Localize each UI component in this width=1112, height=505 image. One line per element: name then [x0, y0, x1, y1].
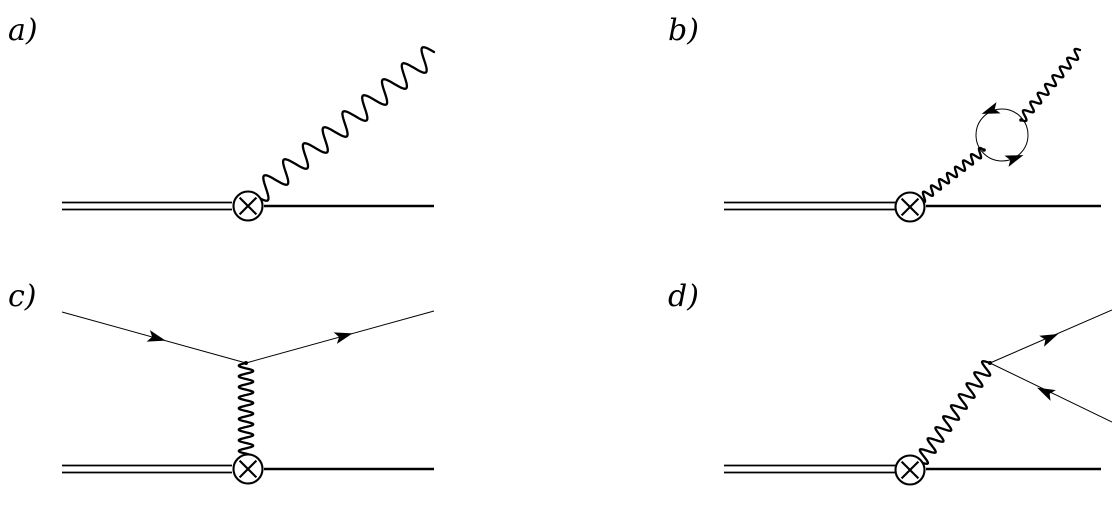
photon-line — [918, 360, 992, 465]
operator-insertion-otimes — [894, 191, 926, 223]
loop-arrow — [1004, 155, 1024, 167]
operator-insertion-otimes — [232, 453, 264, 485]
photon-line — [918, 146, 986, 204]
panel-label-b: b) — [668, 13, 699, 48]
panel-label-d: d) — [668, 279, 699, 314]
diagram-d: d) — [668, 279, 1112, 486]
panel-label-c: c) — [8, 279, 37, 314]
panel-a: a) — [0, 0, 556, 252]
photon-line — [1019, 47, 1082, 123]
arrowhead — [1037, 387, 1056, 401]
diagram-a: a) — [8, 13, 436, 222]
fermion-loop — [975, 108, 1029, 162]
diagram-c: c) — [8, 279, 435, 485]
fermion-arrow — [146, 330, 166, 342]
panel-d: d) — [556, 252, 1112, 504]
otimes-cross — [238, 459, 258, 479]
arrowhead — [1004, 155, 1024, 167]
operator-insertion-otimes — [894, 454, 926, 486]
otimes-cross — [900, 460, 920, 480]
antifermion-arrow — [1037, 387, 1056, 401]
loop-arrow — [981, 102, 1001, 114]
panel-label-a: a) — [8, 13, 38, 48]
panel-c: c) — [0, 252, 556, 504]
fermion-arrow — [1039, 334, 1059, 347]
fermion-arrow — [333, 332, 353, 344]
photon-line — [237, 361, 255, 461]
operator-insertion-otimes — [232, 190, 264, 222]
arrowhead — [333, 332, 353, 344]
photon-line — [254, 46, 436, 202]
otimes-cross — [900, 197, 920, 217]
arrowhead — [146, 330, 166, 342]
vertex-dot — [1019, 118, 1023, 122]
arrowhead — [981, 102, 1001, 114]
arrowhead — [1039, 334, 1059, 347]
vertex-dot — [982, 148, 986, 152]
diagram-b: b) — [668, 13, 1101, 223]
panel-b: b) — [556, 0, 1112, 252]
otimes-cross — [238, 196, 258, 216]
